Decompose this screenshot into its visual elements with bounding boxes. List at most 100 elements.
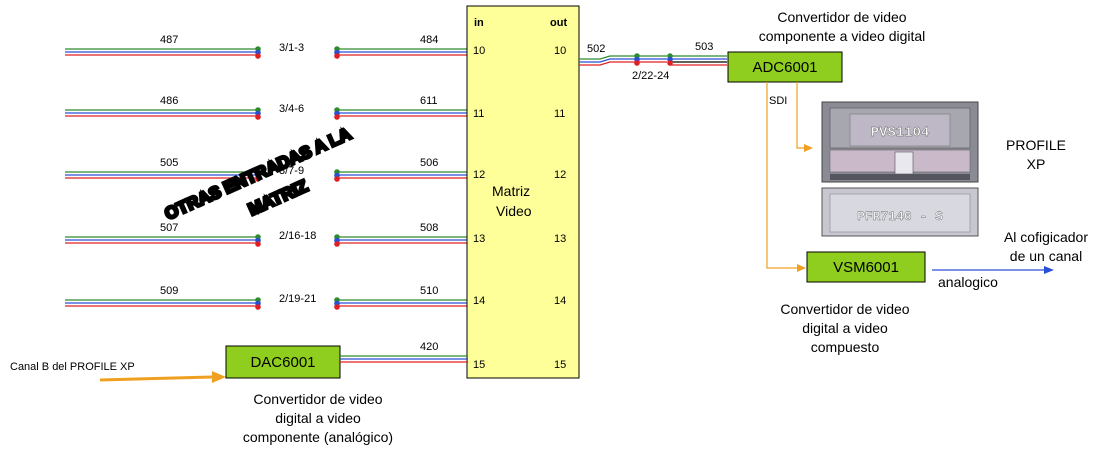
input-left-cable-number: 509	[160, 285, 178, 297]
input-connector-dot	[255, 176, 261, 182]
dac-caption-line2: digital a video	[275, 410, 361, 426]
input-connector-dot	[334, 241, 340, 247]
matrix-in-port-label: 10	[473, 45, 485, 57]
dac-source-label: Canal B del PROFILE XP	[10, 361, 135, 373]
input-connector-label: 3/4-6	[279, 103, 304, 115]
matrix-out-port-label: 15	[554, 359, 566, 371]
matrix-title-line1: Matriz	[492, 183, 530, 199]
profile-caption-line1: PROFILE	[1006, 137, 1066, 153]
matrix-in-port-label: 14	[473, 295, 485, 307]
input-right-cable-number: 508	[420, 222, 438, 234]
matrix-out-port-label: 14	[554, 295, 566, 307]
input-right-cable-number: 506	[420, 157, 438, 169]
profile-xp-equipment: PVS1104 PFR7146 - S PROFILE XP	[821, 101, 1066, 237]
input-left-cable-number: 487	[160, 34, 178, 46]
profile-top-inner	[849, 113, 951, 147]
matrix-out-ports: 10 11 12 13 14 15	[554, 45, 566, 371]
input-connector-label: 2/19-21	[279, 293, 316, 305]
input-bundle-row: 505 3/7-9 506	[65, 157, 468, 182]
matrix-in-port-label: 11	[473, 108, 484, 120]
dac-label: DAC6001	[250, 354, 315, 371]
input-connector-dot	[334, 53, 340, 59]
adc-label: ADC6001	[752, 59, 817, 76]
matrix-box	[466, 5, 580, 379]
output-path: 502 2/22-24 503	[579, 41, 727, 82]
out-conn-label: 2/22-24	[632, 70, 669, 82]
vsm-dest-line1: Al cofigicador	[1004, 229, 1088, 245]
dac-section: Canal B del PROFILE XP DAC6001 420 Conve…	[10, 341, 468, 445]
sdi-to-profile-arrowhead	[804, 144, 813, 152]
input-connector-dot	[255, 114, 261, 120]
vsm-out-arrowhead	[1044, 266, 1054, 274]
input-connector-dot	[334, 304, 340, 310]
out-connector-dot-red-a	[634, 60, 640, 66]
input-connector-label: 3/7-9	[279, 165, 304, 177]
sdi-to-profile-line	[796, 82, 806, 149]
out-cable-b: 503	[695, 41, 713, 53]
vsm-caption-line3: compuesto	[811, 339, 880, 355]
vsm-dest-line2: de un canal	[1010, 248, 1082, 264]
input-right-cable-number: 611	[420, 95, 438, 107]
dac-caption-line1: Convertidor de video	[253, 391, 382, 407]
input-right-cable-number: 484	[420, 34, 438, 46]
matrix-in-label: in	[474, 17, 484, 29]
out-wire-green	[579, 55, 637, 60]
matrix-in-ports: 10 11 12 13 14 15	[473, 45, 485, 371]
matrix-in-port-label: 13	[473, 233, 485, 245]
profile-bottom-panel	[829, 193, 971, 233]
input-bundle-row: 507 2/16-18 508	[65, 222, 468, 247]
adc-sdi-label: SDI	[769, 95, 787, 107]
input-left-cable-number: 486	[160, 95, 178, 107]
dac-source-arrow-line	[99, 375, 213, 382]
profile-top-slot	[894, 151, 914, 175]
dac-source-arrowhead	[212, 371, 226, 383]
out-connector-dot-red-b	[667, 60, 673, 66]
matrix-in-port-label: 12	[473, 169, 485, 181]
vsm-box	[806, 251, 926, 283]
matrix-out-port-label: 12	[554, 169, 566, 181]
input-connector-label: 2/16-18	[279, 230, 316, 242]
adc-box	[727, 51, 843, 83]
input-bundle-row: 487 3/1-3 484	[65, 34, 468, 59]
adc-caption-line1: Convertidor de video	[777, 9, 906, 25]
input-connector-label: 3/1-3	[279, 42, 304, 54]
matrix-title-line2: Video	[496, 203, 532, 219]
input-connector-dot	[255, 53, 261, 59]
matrix-in-port-label: 15	[473, 359, 485, 371]
input-bundle-row: 509 2/19-21 510	[65, 285, 468, 310]
input-connector-dot	[334, 114, 340, 120]
adc-section: Convertidor de video componente a video …	[727, 9, 926, 272]
input-right-cable-number: 510	[420, 285, 438, 297]
adc-caption-line2: componente a video digital	[759, 28, 926, 44]
vsm-caption-line2: digital a video	[802, 320, 888, 336]
vsm-section: VSM6001 analogico Al cofigicador de un c…	[780, 229, 1088, 355]
input-left-cable-number: 505	[160, 157, 178, 169]
vsm-out-label: analogico	[938, 274, 998, 290]
vsm-caption-line1: Convertidor de video	[780, 301, 909, 317]
out-wire-blue	[579, 58, 637, 63]
sdi-to-vsm-line	[766, 82, 798, 269]
input-connector-dot	[334, 176, 340, 182]
other-inputs-overlay: OTRAS ENTRADAS A LA MATRIZ	[160, 123, 355, 225]
out-wire-red	[579, 61, 637, 66]
dac-caption-line3: componente (analógico)	[243, 429, 393, 445]
profile-caption-line2: XP	[1027, 156, 1046, 172]
matrix-out-port-label: 13	[554, 233, 566, 245]
input-bundle-row: 486 3/4-6 611	[65, 95, 468, 120]
sdi-to-vsm-arrowhead	[797, 264, 806, 272]
dac-cable-number: 420	[420, 341, 438, 353]
profile-top-vents	[830, 174, 970, 180]
matrix-out-port-label: 10	[554, 45, 566, 57]
input-connector-dot	[255, 304, 261, 310]
input-left-cable-number: 507	[160, 222, 178, 234]
out-cable-a: 502	[587, 43, 605, 55]
input-cable-bundles: 487 3/1-3 484 486 3/4-6 611 505 3/7-9 506 507 2/16…	[65, 34, 468, 310]
profile-bottom-label: PFR7146 - S	[857, 209, 943, 224]
matrix-out-port-label: 11	[554, 108, 565, 120]
matrix-out-label: out	[550, 17, 567, 29]
vsm-label: VSM6001	[833, 259, 899, 276]
input-connector-dot	[255, 241, 261, 247]
profile-top-label: PVS1104	[871, 125, 930, 141]
